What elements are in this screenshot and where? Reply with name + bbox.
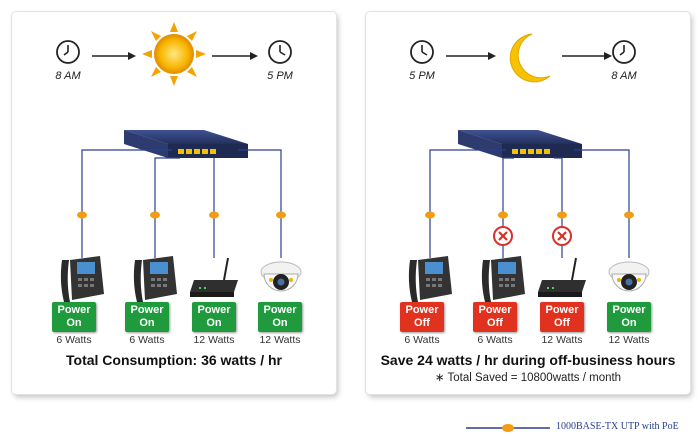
- dome-camera-icon: [260, 261, 302, 292]
- legend-label: 1000BASE-TX UTP with PoE: [556, 421, 679, 432]
- nighttime-diagram: [408, 33, 650, 302]
- power-status-line2: On: [621, 317, 637, 329]
- arrow-right-icon: [92, 52, 136, 60]
- ip-phone-icon: [408, 256, 452, 302]
- ip-phone-icon: [133, 256, 177, 302]
- utp-poe-legend-line: [466, 424, 550, 432]
- start-time-label: 8 AM: [55, 70, 81, 82]
- utp-cables: [81, 149, 282, 258]
- poe-marker-icon: [425, 211, 634, 219]
- clock-icon: [410, 40, 434, 64]
- arrow-right-icon: [562, 52, 612, 60]
- power-status-line1: Power: [405, 304, 439, 316]
- power-status-line2: On: [272, 317, 288, 329]
- power-status-line2: On: [66, 317, 82, 329]
- clock-icon: [612, 40, 636, 64]
- power-status-line2: Off: [554, 317, 570, 329]
- arrow-right-icon: [212, 52, 258, 60]
- total-saved-note: ∗ Total Saved = 10800watts / month: [434, 372, 622, 384]
- arrow-right-icon: [446, 52, 496, 60]
- power-status-badge: Power On: [125, 302, 169, 332]
- wireless-ap-icon: [538, 257, 586, 297]
- utp-cables: [429, 149, 630, 258]
- power-status-line1: Power: [478, 304, 512, 316]
- poe-switch-icon: [458, 130, 582, 158]
- clock-icon: [56, 40, 80, 64]
- power-status-line2: On: [206, 317, 222, 329]
- device-watts: 12 Watts: [608, 334, 650, 346]
- start-time-label: 5 PM: [409, 70, 435, 82]
- clock-icon: [268, 40, 292, 64]
- power-status-line2: On: [139, 317, 155, 329]
- power-cut-icon: [552, 226, 572, 246]
- end-time-label: 5 PM: [267, 70, 293, 82]
- dome-camera-icon: [608, 261, 650, 292]
- ip-phone-icon: [60, 256, 104, 302]
- power-status-badge: Power On: [607, 302, 651, 332]
- poe-switch-icon: [124, 130, 248, 158]
- moon-icon: [509, 33, 551, 83]
- total-consumption-headline: Total Consumption: 36 watts / hr: [66, 352, 282, 368]
- poe-marker-icon: [77, 211, 286, 219]
- power-status-line2: Off: [414, 317, 430, 329]
- power-status-badge: Power On: [192, 302, 236, 332]
- device-watts: 6 Watts: [56, 334, 92, 346]
- daytime-diagram: [56, 22, 302, 302]
- power-status-line1: Power: [197, 304, 231, 316]
- power-status-line1: Power: [130, 304, 164, 316]
- device-watts: 6 Watts: [129, 334, 165, 346]
- end-time-label: 8 AM: [611, 70, 637, 82]
- power-status-badge: Power On: [258, 302, 302, 332]
- power-status-badge: Power On: [52, 302, 96, 332]
- device-watts: 6 Watts: [477, 334, 513, 346]
- ip-phone-icon: [481, 256, 525, 302]
- daytime-panel: 8 AM 5 PM Power On Power On Power On Pow…: [12, 12, 336, 394]
- power-status-line1: Power: [263, 304, 297, 316]
- power-status-line1: Power: [612, 304, 646, 316]
- power-status-badge: Power Off: [540, 302, 584, 332]
- device-watts: 12 Watts: [193, 334, 235, 346]
- nighttime-panel: 5 PM 8 AM Power Off Power Off Power Off …: [366, 12, 690, 394]
- power-status-badge: Power Off: [473, 302, 517, 332]
- power-status-line2: Off: [487, 317, 503, 329]
- device-watts: 6 Watts: [404, 334, 440, 346]
- power-status-line1: Power: [545, 304, 579, 316]
- power-status-badge: Power Off: [400, 302, 444, 332]
- poe-marker-icon: [502, 424, 514, 432]
- savings-headline: Save 24 watts / hr during off-business h…: [380, 352, 676, 368]
- power-status-line1: Power: [57, 304, 91, 316]
- wireless-ap-icon: [190, 257, 238, 297]
- power-cut-icon: [493, 226, 513, 246]
- device-watts: 12 Watts: [541, 334, 583, 346]
- sun-icon: [142, 22, 206, 86]
- device-watts: 12 Watts: [259, 334, 301, 346]
